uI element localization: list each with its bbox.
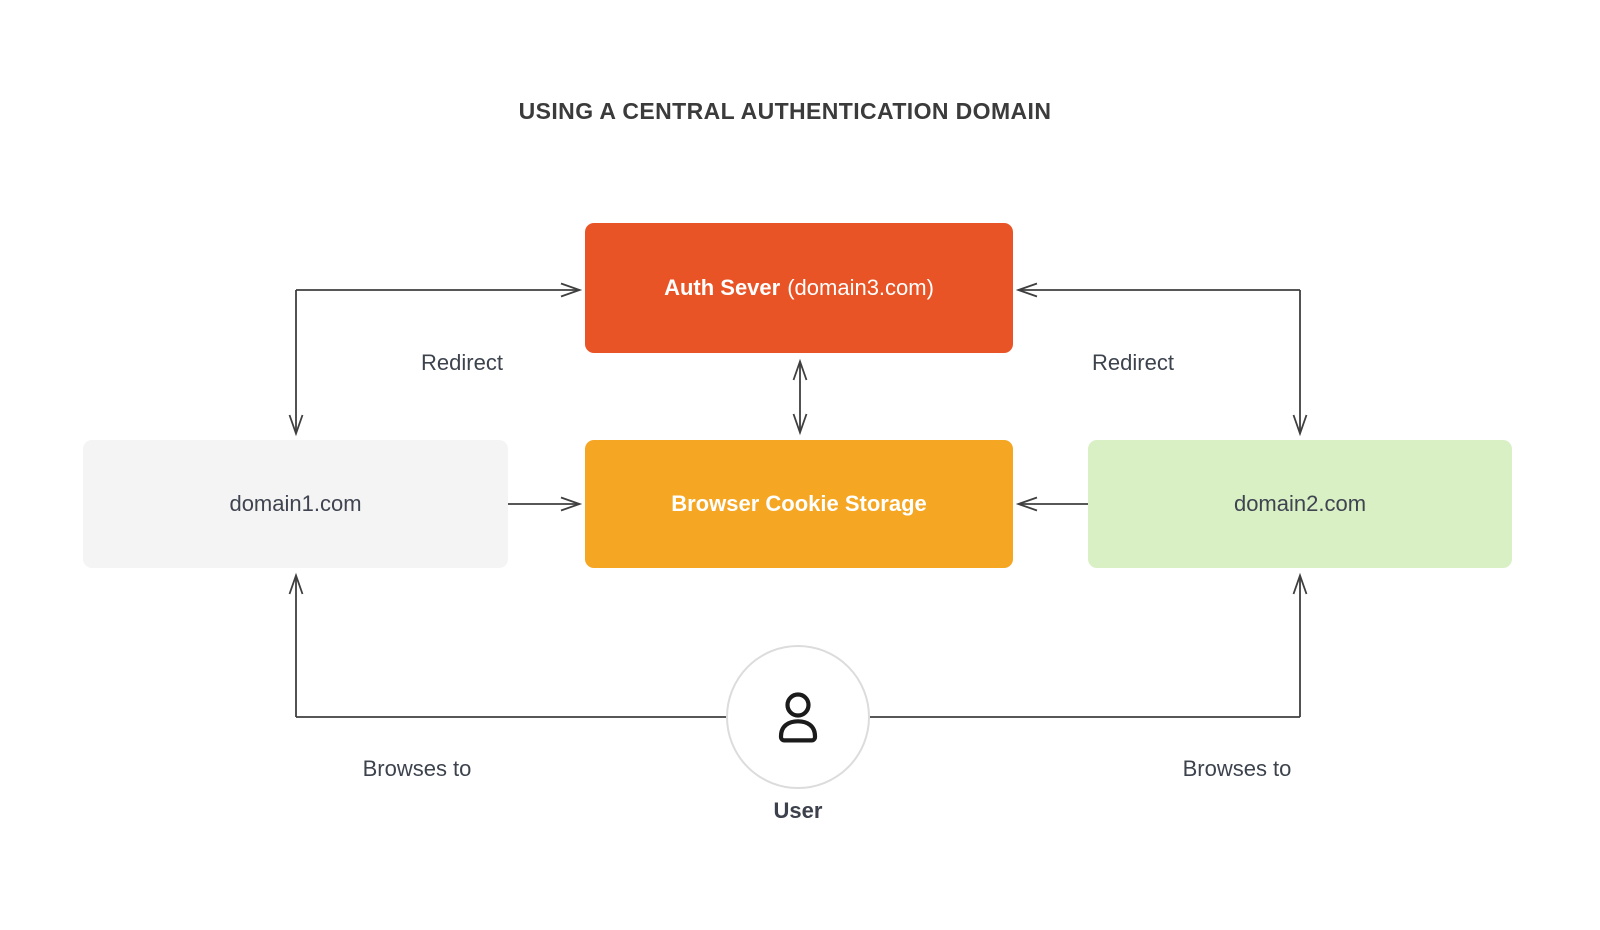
cookie-storage-label: Browser Cookie Storage	[671, 491, 927, 516]
edge-label-browses-to-right: Browses to	[1182, 756, 1292, 781]
diagram-title: USING A CENTRAL AUTHENTICATION DOMAIN	[518, 98, 1052, 124]
node-auth-server: Auth Sever (domain3.com)	[585, 223, 1013, 353]
person-icon	[778, 692, 818, 743]
domain1-label: domain1.com	[229, 491, 362, 516]
auth-server-name: Auth Sever	[664, 275, 781, 300]
node-browser-cookie-storage: Browser Cookie Storage	[585, 440, 1013, 568]
user-label: User	[773, 798, 823, 823]
node-domain2: domain2.com	[1088, 440, 1512, 568]
auth-server-domain: (domain3.com)	[787, 275, 934, 300]
edge-label-redirect-left: Redirect	[421, 350, 503, 375]
edge-label-browses-to-left: Browses to	[362, 756, 472, 781]
domain2-label: domain2.com	[1233, 491, 1367, 516]
edge-label-redirect-right: Redirect	[1092, 350, 1174, 375]
node-domain1: domain1.com	[83, 440, 508, 568]
node-user	[726, 645, 870, 789]
